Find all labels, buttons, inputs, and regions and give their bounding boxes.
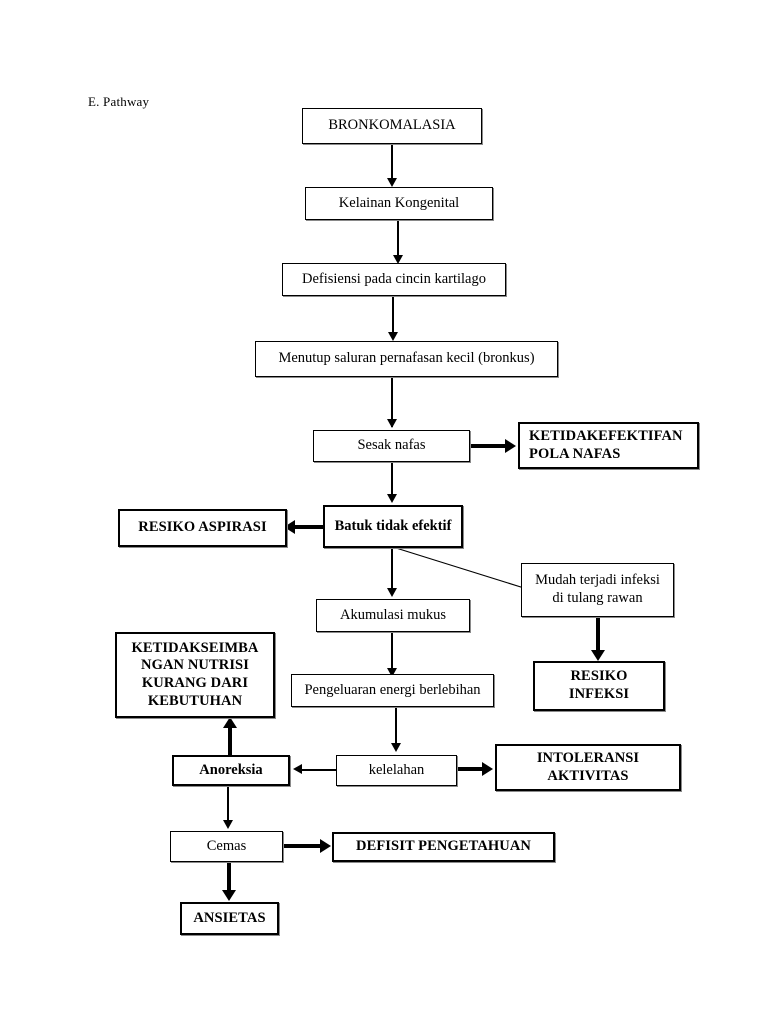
- edge-akumulasi-pengeluaran-line: [391, 632, 393, 674]
- edge-batuk-akumulasi-line: [391, 548, 393, 592]
- node-resiko-infeksi-label: RESIKO INFEKSI: [568, 668, 630, 702]
- node-akumulasi-mukus-label: Akumulasi mukus: [340, 606, 446, 623]
- node-ansietas[interactable]: ANSIETAS: [180, 902, 279, 935]
- edge-kelelahan-anoreksia-line: [302, 769, 338, 771]
- node-batuk-tidak-efektif[interactable]: Batuk tidak efektif: [323, 505, 463, 548]
- node-ketidakseimbangan-nutrisi[interactable]: KETIDAKSEIMBA NGAN NUTRISI KURANG DARI K…: [115, 632, 275, 718]
- edge-sesak-ketidakefektifan-line: [470, 444, 508, 448]
- node-ansietas-label: ANSIETAS: [193, 909, 266, 926]
- edge-bronkomalasia-kelainan-line: [391, 143, 393, 183]
- node-resiko-aspirasi[interactable]: RESIKO ASPIRASI: [118, 509, 287, 547]
- edge-anoreksia-ketidakseimbangan-arrow: [223, 717, 237, 728]
- edge-sesak-batuk-arrow: [387, 494, 397, 503]
- node-resiko-aspirasi-label: RESIKO ASPIRASI: [138, 519, 267, 536]
- edge-defisiensi-menutup-arrow: [388, 332, 398, 341]
- edge-anoreksia-cemas-arrow: [223, 820, 233, 829]
- node-sesak-nafas-label: Sesak nafas: [357, 437, 426, 454]
- edge-menutup-sesak-arrow: [387, 419, 397, 428]
- edge-menutup-sesak-line: [391, 377, 393, 427]
- node-defisiensi-kartilago[interactable]: Defisiensi pada cincin kartilago: [282, 263, 506, 296]
- node-intoleransi-aktivitas-label: INTOLERANSI AKTIVITAS: [536, 749, 640, 784]
- node-ketidakseimbangan-nutrisi-label: KETIDAKSEIMBA NGAN NUTRISI KURANG DARI K…: [131, 639, 259, 709]
- edge-cemas-ansietas-line: [227, 861, 231, 895]
- node-ketidakefektifan-pola-nafas-label: KETIDAKEFEKTIFAN POLA NAFAS: [529, 427, 683, 462]
- edge-batuk-resikoaspirasi-arrow: [284, 520, 295, 534]
- edge-pengeluaran-kelelahan-arrow: [391, 743, 401, 752]
- node-cemas[interactable]: Cemas: [170, 831, 283, 862]
- edge-kelelahan-intoleransi-arrow: [482, 762, 493, 776]
- node-intoleransi-aktivitas[interactable]: INTOLERANSI AKTIVITAS: [495, 744, 681, 791]
- node-anoreksia-label: Anoreksia: [199, 761, 263, 778]
- node-ketidakefektifan-pola-nafas[interactable]: KETIDAKEFEKTIFAN POLA NAFAS: [518, 422, 699, 469]
- node-mudah-terjadi-infeksi[interactable]: Mudah terjadi infeksi di tulang rawan: [521, 563, 674, 617]
- edge-anoreksia-ketidakseimbangan-line: [228, 724, 232, 756]
- edge-bronkomalasia-kelainan-arrow: [387, 178, 397, 187]
- node-bronkomalasia-label: BRONKOMALASIA: [328, 117, 456, 134]
- node-sesak-nafas[interactable]: Sesak nafas: [313, 430, 470, 462]
- node-pengeluaran-energi-label: Pengeluaran energi berlebihan: [304, 681, 481, 698]
- node-defisiensi-kartilago-label: Defisiensi pada cincin kartilago: [301, 270, 486, 287]
- edge-pengeluaran-kelelahan-line: [395, 707, 397, 749]
- edge-kelelahan-anoreksia-arrow: [293, 764, 302, 774]
- edge-anoreksia-cemas-line: [227, 786, 229, 824]
- node-cemas-label: Cemas: [206, 837, 247, 854]
- edge-kelainan-defisiensi-arrow: [393, 255, 403, 264]
- node-pengeluaran-energi[interactable]: Pengeluaran energi berlebihan: [291, 674, 494, 707]
- edge-akumulasi-pengeluaran-arrow: [387, 668, 397, 677]
- edge-sesak-batuk-line: [391, 462, 393, 498]
- edge-mudahinfeksi-resikoinfeksi-arrow: [591, 650, 605, 661]
- edge-batuk-akumulasi-arrow: [387, 588, 397, 597]
- edge-kelelahan-intoleransi-line: [457, 767, 485, 771]
- node-kelelahan-label: kelelahan: [368, 761, 425, 778]
- node-menutup-saluran-label: Menutup saluran pernafasan kecil (bronku…: [278, 350, 535, 367]
- node-batuk-tidak-efektif-label: Batuk tidak efektif: [334, 517, 452, 534]
- node-mudah-terjadi-infeksi-label: Mudah terjadi infeksi di tulang rawan: [535, 572, 660, 606]
- node-kelainan-kongenital-label: Kelainan Kongenital: [338, 194, 460, 211]
- node-kelainan-kongenital[interactable]: Kelainan Kongenital: [305, 187, 493, 220]
- node-kelelahan[interactable]: kelelahan: [336, 755, 457, 786]
- node-akumulasi-mukus[interactable]: Akumulasi mukus: [316, 599, 470, 632]
- node-defisit-pengetahuan[interactable]: DEFISIT PENGETAHUAN: [332, 832, 555, 862]
- page-title: E. Pathway: [88, 94, 150, 109]
- node-resiko-infeksi[interactable]: RESIKO INFEKSI: [533, 661, 665, 711]
- node-menutup-saluran[interactable]: Menutup saluran pernafasan kecil (bronku…: [255, 341, 558, 377]
- edge-cemas-ansietas-arrow: [222, 890, 236, 901]
- node-anoreksia[interactable]: Anoreksia: [172, 755, 290, 786]
- edge-kelainan-defisiensi-line: [397, 220, 399, 260]
- edge-sesak-ketidakefektifan-arrow: [505, 439, 516, 453]
- node-defisit-pengetahuan-label: DEFISIT PENGETAHUAN: [356, 838, 531, 855]
- edge-batuk-resikoaspirasi-line: [293, 525, 326, 529]
- edge-cemas-defisit-line: [283, 844, 323, 848]
- node-bronkomalasia[interactable]: BRONKOMALASIA: [302, 108, 482, 144]
- edge-mudahinfeksi-resikoinfeksi-line: [596, 617, 600, 655]
- edge-defisiensi-menutup-line: [392, 296, 394, 338]
- edge-cemas-defisit-arrow: [320, 839, 331, 853]
